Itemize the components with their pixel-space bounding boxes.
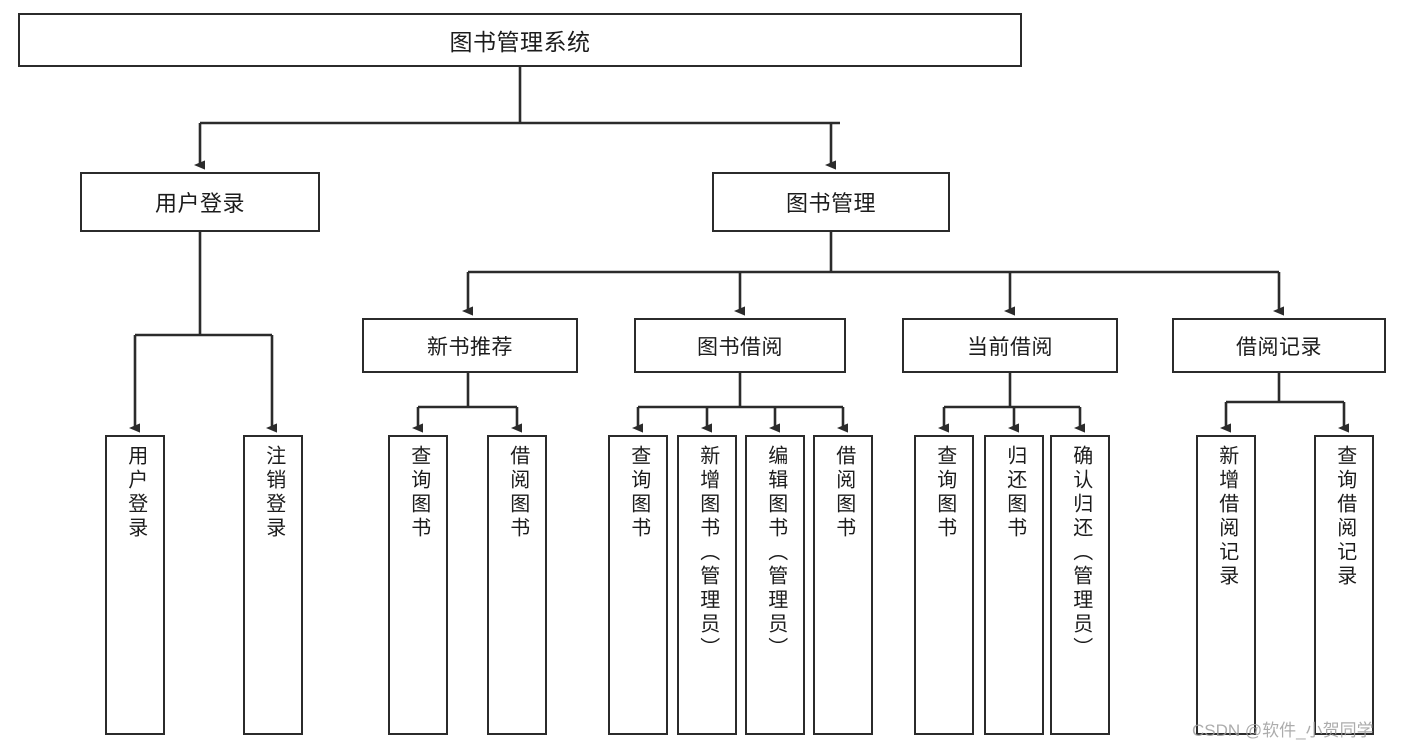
node-label-leaf-rec-search: 查询借阅记录 — [1333, 445, 1356, 589]
node-book-manage[interactable]: 图书管理 — [712, 172, 950, 232]
node-leaf-cur-query[interactable]: 查询图书 — [914, 435, 974, 735]
node-current-borrow[interactable]: 当前借阅 — [902, 318, 1118, 373]
node-leaf-rec-query[interactable]: 查询图书 — [388, 435, 448, 735]
node-new-book-rec[interactable]: 新书推荐 — [362, 318, 578, 373]
connector-group-root — [194, 67, 840, 170]
node-borrow-record[interactable]: 借阅记录 — [1172, 318, 1386, 373]
connector-group-new-book-rec — [412, 373, 522, 433]
node-label-leaf-rec-add: 新增借阅记录 — [1215, 445, 1238, 589]
node-label-book-manage: 图书管理 — [785, 191, 876, 216]
node-label-new-book-rec: 新书推荐 — [427, 335, 513, 359]
node-root-book-management-system[interactable]: 图书管理系统 — [18, 13, 1022, 67]
node-user-login[interactable]: 用户登录 — [80, 172, 320, 232]
node-label-leaf-borrow-add: 新增图书（管理员） — [696, 445, 719, 661]
node-label-current-borrow: 当前借阅 — [967, 335, 1053, 359]
csdn-watermark: CSDN @软件_小贺同学 — [1192, 721, 1374, 740]
node-label-book-borrow: 图书借阅 — [697, 335, 783, 359]
node-label-leaf-cur-confirm: 确认归还（管理员） — [1069, 445, 1092, 661]
node-label-leaf-borrow-query: 查询图书 — [627, 445, 650, 541]
node-book-borrow[interactable]: 图书借阅 — [634, 318, 846, 373]
node-label-root: 图书管理系统 — [449, 29, 591, 55]
node-label-leaf-user-logout: 注销登录 — [262, 445, 285, 541]
node-label-leaf-cur-return: 归还图书 — [1003, 445, 1026, 541]
connector-group-current-borrow — [938, 373, 1085, 433]
node-label-leaf-borrow-edit: 编辑图书（管理员） — [764, 445, 787, 661]
node-label-leaf-cur-query: 查询图书 — [933, 445, 956, 541]
node-leaf-borrow-add[interactable]: 新增图书（管理员） — [677, 435, 737, 735]
node-leaf-borrow-edit[interactable]: 编辑图书（管理员） — [745, 435, 805, 735]
node-label-leaf-user-login: 用户登录 — [124, 445, 147, 541]
node-leaf-rec-search[interactable]: 查询借阅记录 — [1314, 435, 1374, 735]
node-leaf-cur-return[interactable]: 归还图书 — [984, 435, 1044, 735]
node-leaf-user-login[interactable]: 用户登录 — [105, 435, 165, 735]
connector-group-book-manage — [462, 232, 1284, 316]
node-label-user-login: 用户登录 — [154, 191, 245, 216]
connector-group-borrow-record — [1220, 373, 1349, 433]
node-leaf-user-logout[interactable]: 注销登录 — [243, 435, 303, 735]
node-leaf-borrow-query[interactable]: 查询图书 — [608, 435, 668, 735]
connector-group-book-borrow — [632, 373, 848, 433]
node-leaf-rec-add[interactable]: 新增借阅记录 — [1196, 435, 1256, 735]
node-leaf-borrow-lend[interactable]: 借阅图书 — [813, 435, 873, 735]
node-label-leaf-rec-borrow: 借阅图书 — [506, 445, 529, 541]
connector-group-user-login — [129, 232, 277, 433]
node-label-borrow-record: 借阅记录 — [1236, 335, 1322, 359]
node-label-leaf-borrow-lend: 借阅图书 — [832, 445, 855, 541]
node-leaf-cur-confirm[interactable]: 确认归还（管理员） — [1050, 435, 1110, 735]
node-leaf-rec-borrow[interactable]: 借阅图书 — [487, 435, 547, 735]
node-label-leaf-rec-query: 查询图书 — [407, 445, 430, 541]
